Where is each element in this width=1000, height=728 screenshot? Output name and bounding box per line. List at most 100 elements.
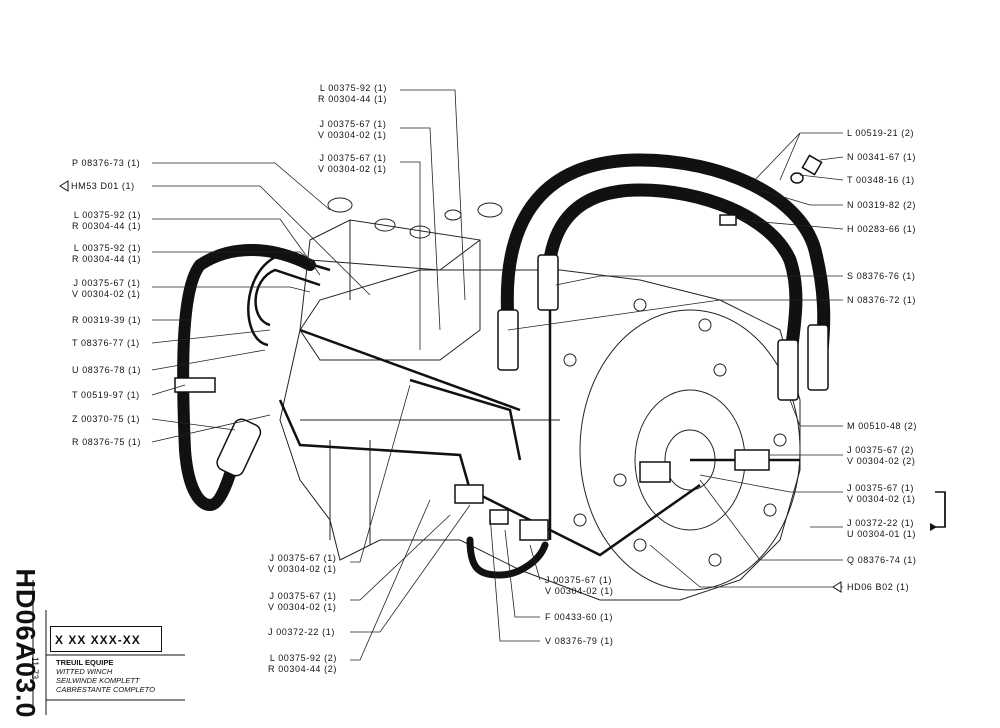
label-line: J 00375-67 (1) [545, 575, 612, 585]
valve-block [299, 219, 481, 361]
label-line: N 00341-67 (1) [847, 152, 916, 162]
label-line: J 00375-67 (1) [269, 553, 337, 563]
label-line: R 00319-39 (1) [72, 315, 141, 325]
label-v08376-79: V 08376-79 (1) [545, 636, 613, 647]
label-n00341-67: N 00341-67 (1) [847, 152, 916, 163]
label-m00510-48: M 00510-48 (2) [847, 421, 917, 432]
label-j00375-67-c: J 00375-67 (1) V 00304-02 (1) [72, 278, 140, 300]
label-line: J 00375-67 (1) [847, 483, 914, 493]
label-n08376-72: N 08376-72 (1) [847, 295, 916, 306]
label-line: R 00304-44 (1) [318, 94, 387, 104]
part-number-box: X XX XXX-XX [50, 626, 162, 652]
label-t00519-97: T 00519-97 (1) [72, 390, 140, 401]
label-line: T 00519-97 (1) [72, 390, 140, 400]
label-s08376-76: S 08376-76 (1) [847, 271, 915, 282]
pipe-main [278, 399, 701, 557]
label-line: Z 00370-75 (1) [72, 414, 140, 424]
hose-bottom [466, 536, 549, 579]
label-line: L 00375-92 (1) [73, 243, 141, 253]
label-line: T 00348-16 (1) [847, 175, 915, 185]
label-line: J 00372-22 (1) [268, 627, 335, 637]
label-line: R 08376-75 (1) [72, 437, 141, 447]
label-line: V 00304-02 (1) [318, 164, 387, 174]
label-line: F 00433-60 (1) [545, 612, 613, 622]
title-de: SEILWINDE KOMPLETT [56, 676, 140, 685]
label-line: V 08376-79 (1) [545, 636, 614, 646]
label-line: Q 08376-74 (1) [847, 555, 917, 565]
label-line: V 00304-02 (1) [318, 130, 387, 140]
label-line: J 00372-22 (1) [847, 518, 914, 528]
label-j00375-67-d: J 00375-67 (1) V 00304-02 (1) [268, 553, 336, 575]
title-en: WITTED WINCH [56, 667, 113, 676]
label-line: R 00304-44 (1) [72, 221, 141, 231]
label-line: L 00375-92 (2) [269, 653, 337, 663]
label-line: V 00304-02 (1) [268, 602, 337, 612]
label-j00372-22-right: J 00372-22 (1) U 00304-01 (1) [847, 518, 916, 540]
label-l00375-92-bottom: L 00375-92 (2) R 00304-44 (2) [268, 653, 337, 675]
label-line: R 00304-44 (1) [72, 254, 141, 264]
label-line: R 00304-44 (2) [268, 664, 337, 674]
label-j00375-67-mid: J 00375-67 (1) V 00304-02 (1) [545, 575, 613, 597]
label-line: J 00375-67 (2) [847, 445, 914, 455]
label-line: V 00304-02 (2) [847, 456, 916, 466]
label-n00319-82: N 00319-82 (2) [847, 200, 916, 211]
label-line: L 00519-21 (2) [847, 128, 915, 138]
label-j00372-22-left: J 00372-22 (1) [268, 627, 335, 638]
label-line: T 08376-77 (1) [72, 338, 140, 348]
label-h00283-66: H 00283-66 (1) [847, 224, 916, 235]
label-line: J 00375-67 (1) [319, 119, 387, 129]
drawing-code-block: HD06A03.0 [2, 568, 41, 718]
title-es: CABRESTANTE COMPLETO [56, 685, 155, 694]
label-j00375-67-a: J 00375-67 (1) V 00304-02 (1) [318, 119, 386, 141]
arrow-hd06-icon [832, 581, 842, 593]
hose-big-inner [541, 183, 803, 352]
label-j00375-67-b: J 00375-67 (1) V 00304-02 (1) [318, 153, 386, 175]
label-q08376-74: Q 08376-74 (1) [847, 555, 916, 566]
label-u08376-78: U 08376-78 (1) [72, 365, 141, 376]
label-line: H 00283-66 (1) [847, 224, 916, 234]
label-l00519-21: L 00519-21 (2) [847, 128, 914, 139]
label-line: J 00375-67 (1) [319, 153, 387, 163]
label-l00375-92-c: L 00375-92 (1) R 00304-44 (1) [72, 243, 141, 265]
label-line: L 00375-92 (1) [73, 210, 141, 220]
label-line: M 00510-48 (2) [847, 421, 917, 431]
label-hd06-b02: HD06 B02 (1) [847, 582, 909, 593]
label-j00375-67-e: J 00375-67 (1) V 00304-02 (1) [268, 591, 336, 613]
label-line: V 00304-02 (1) [545, 586, 614, 596]
label-r08376-75: R 08376-75 (1) [72, 437, 141, 448]
part-number: X XX XXX-XX [55, 633, 141, 647]
label-line: P 08376-73 (1) [72, 158, 141, 168]
drawing-code: HD06A03.0 [10, 568, 41, 719]
winch-housing [279, 269, 801, 601]
label-t08376-77: T 08376-77 (1) [72, 338, 140, 349]
drawing-date: 11-73 [30, 656, 41, 680]
title-fr: TREUIL EQUIPE [56, 658, 114, 667]
label-line: J 00375-67 (1) [269, 591, 337, 601]
label-j00375-67-r1: J 00375-67 (2) V 00304-02 (2) [847, 445, 915, 467]
label-line: N 08376-72 (1) [847, 295, 916, 305]
label-hm53-d01: HM53 D01 (1) [71, 181, 135, 192]
label-line: U 00304-01 (1) [847, 529, 916, 539]
label-line: V 00304-02 (1) [72, 289, 141, 299]
label-line: HD06 B02 (1) [847, 582, 910, 592]
label-f00433-60: F 00433-60 (1) [545, 612, 613, 623]
drum-flange [579, 309, 801, 591]
label-line: N 00319-82 (2) [847, 200, 916, 210]
label-line: V 00304-02 (1) [268, 564, 337, 574]
label-t00348-16: T 00348-16 (1) [847, 175, 915, 186]
label-l00375-92-top: L 00375-92 (1) R 00304-44 (1) [318, 83, 387, 105]
label-l00375-92-b: L 00375-92 (1) R 00304-44 (1) [72, 210, 141, 232]
label-line: V 00304-02 (1) [847, 494, 916, 504]
label-z00370-75: Z 00370-75 (1) [72, 414, 140, 425]
label-r00319-39: R 00319-39 (1) [72, 315, 141, 326]
label-line: S 08376-76 (1) [847, 271, 916, 281]
label-line: HM53 D01 (1) [71, 181, 135, 191]
label-j00375-67-r2: J 00375-67 (1) V 00304-02 (1) [847, 483, 915, 505]
arrow-hm53-icon [59, 180, 69, 192]
label-line: U 08376-78 (1) [72, 365, 141, 375]
label-p08376-73: P 08376-73 (1) [72, 158, 140, 169]
label-line: J 00375-67 (1) [73, 278, 141, 288]
label-line: L 00375-92 (1) [319, 83, 387, 93]
drawing-titles: TREUIL EQUIPE WITTED WINCH SEILWINDE KOM… [56, 658, 155, 694]
